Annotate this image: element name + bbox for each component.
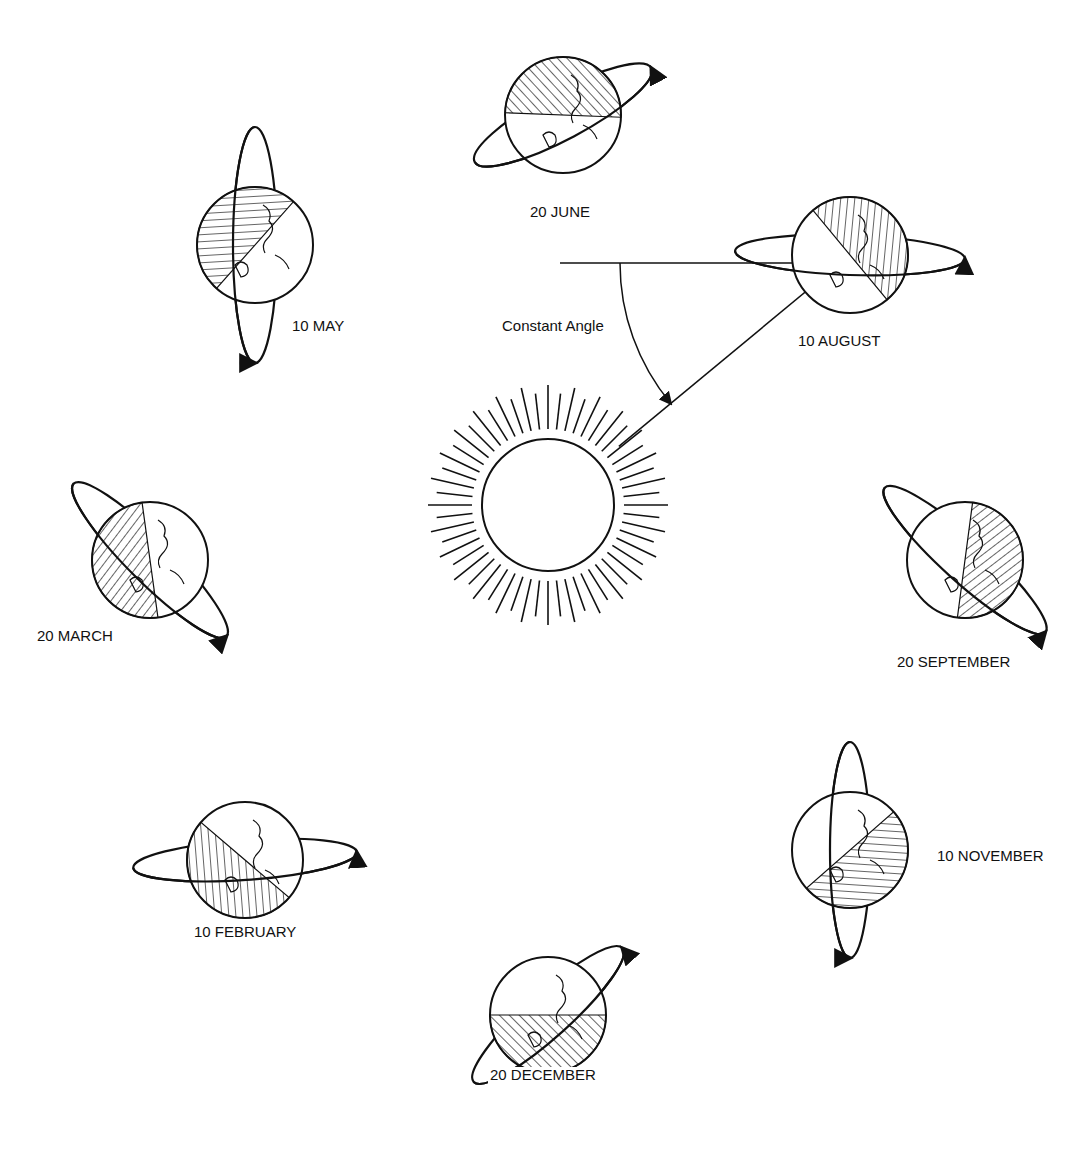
date-label: 20 JUNE bbox=[528, 204, 592, 221]
date-label: 10 AUGUST bbox=[796, 333, 883, 350]
earth-globe bbox=[870, 471, 1060, 648]
date-label: 20 MARCH bbox=[35, 628, 115, 645]
date-label: 20 DECEMBER bbox=[488, 1067, 598, 1084]
sun-symbol bbox=[428, 385, 668, 625]
date-label: 10 NOVEMBER bbox=[935, 848, 1046, 865]
earth-globe bbox=[734, 173, 965, 313]
earth-globe bbox=[132, 802, 358, 942]
date-label: 20 SEPTEMBER bbox=[895, 654, 1012, 671]
date-label: Constant Angle bbox=[500, 318, 606, 335]
earth-globe bbox=[792, 742, 932, 958]
earth-globe bbox=[463, 47, 662, 183]
date-label: 10 MAY bbox=[290, 318, 346, 335]
earth-globe bbox=[58, 468, 242, 652]
date-label: 10 FEBRUARY bbox=[192, 924, 298, 941]
earth-globe bbox=[459, 932, 637, 1099]
